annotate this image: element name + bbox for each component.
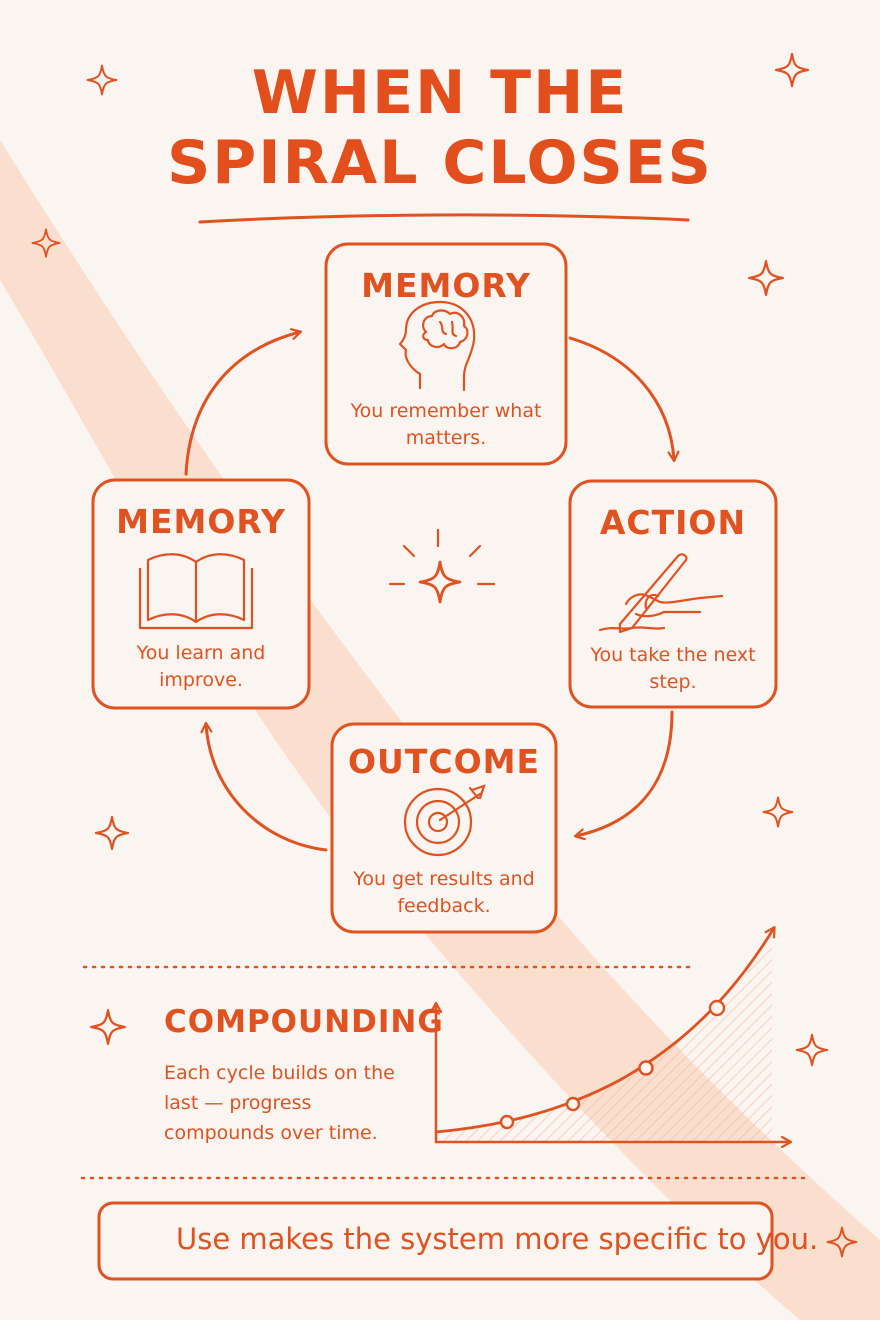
title-line-2: SPIRAL CLOSES [167, 128, 713, 198]
arrow-outcome-to-memory [206, 724, 328, 852]
brain-head-icon [398, 300, 476, 392]
chart-point-4 [708, 999, 726, 1017]
compounding-desc: Each cycle builds on the last — progress… [164, 1062, 395, 1144]
box-action-desc: You take the next step. [590, 644, 756, 693]
box-memory-left-desc: You learn and improve. [136, 642, 266, 691]
arrow-memory-to-memory [184, 332, 300, 476]
footer-banner [97, 1201, 774, 1281]
arrow-memory-to-action [568, 336, 674, 460]
compounding-chart [436, 928, 790, 1142]
title-underline [198, 213, 690, 224]
box-action [568, 479, 778, 709]
target-arrow-icon [403, 784, 486, 857]
chart-area-fill [436, 940, 772, 1142]
background-band [0, 140, 880, 1320]
arrow-action-to-outcome [576, 710, 674, 836]
box-memory-top-title: MEMORY [361, 266, 531, 305]
writing-hand-icon [598, 553, 724, 634]
chart-point-2 [565, 1096, 581, 1112]
title-line-1: WHEN THE [251, 58, 629, 128]
cycle-arrows [184, 332, 674, 852]
box-memory-left-title: MEMORY [116, 502, 286, 541]
chart-point-1 [499, 1114, 515, 1130]
box-outcome-title: OUTCOME [347, 742, 540, 781]
compounding-title: COMPOUNDING [164, 1004, 444, 1040]
box-memory-left [91, 478, 311, 710]
chart-growth-curve [434, 928, 774, 1134]
box-action-title: ACTION [599, 503, 747, 542]
box-memory-top [324, 242, 568, 466]
chart-point-3 [638, 1060, 654, 1076]
open-book-icon [138, 553, 254, 630]
box-outcome-desc: You get results and feedback. [353, 868, 535, 917]
box-memory-top-desc: You remember what matters. [350, 400, 542, 449]
footer-text: Use makes the system more specific to yo… [176, 1222, 819, 1256]
center-sparkle-icon [388, 528, 496, 604]
